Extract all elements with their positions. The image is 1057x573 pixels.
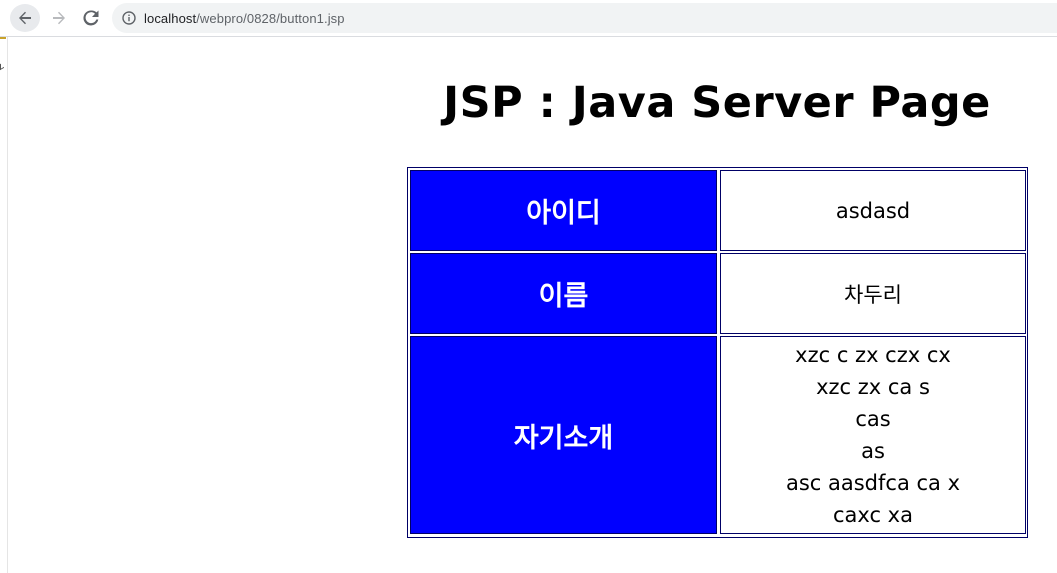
- url-path: /webpro/0828/button1.jsp: [196, 10, 345, 26]
- intro-text: xzc c zx czx cx xzc zx ca s cas as asc a…: [786, 339, 960, 531]
- edge-marker: [0, 37, 6, 39]
- url-text[interactable]: localhost/webpro/0828/button1.jsp: [144, 11, 345, 26]
- intro-line: xzc zx ca s: [816, 375, 930, 399]
- reload-icon: [83, 10, 99, 26]
- info-icon[interactable]: [122, 11, 136, 25]
- intro-line: asc aasdfca ca x: [785, 471, 961, 495]
- id-label-cell: 아이디: [410, 170, 717, 251]
- name-value-cell: 차두리: [720, 253, 1026, 334]
- table-row-name: 이름 차두리: [410, 253, 1026, 334]
- browser-toolbar: localhost/webpro/0828/button1.jsp: [0, 0, 1057, 37]
- intro-line: cas: [855, 407, 891, 431]
- edge-chevron-icon: [0, 61, 4, 71]
- address-bar[interactable]: localhost/webpro/0828/button1.jsp: [112, 3, 1057, 33]
- url-host: localhost: [144, 10, 197, 26]
- intro-line: xzc c zx czx cx: [795, 343, 951, 367]
- table-row-intro: 자기소개 xzc c zx czx cx xzc zx ca s cas as …: [410, 336, 1026, 534]
- intro-label-cell: 자기소개: [410, 336, 717, 534]
- id-value-cell: asdasd: [720, 170, 1026, 251]
- reload-button[interactable]: [76, 4, 106, 32]
- intro-line: as: [861, 439, 885, 463]
- forward-button[interactable]: [44, 4, 74, 32]
- back-button[interactable]: [10, 4, 40, 32]
- page-title: JSP : Java Server Page: [443, 78, 991, 128]
- left-panel-edge: [0, 37, 8, 573]
- table-row-id: 아이디 asdasd: [410, 170, 1026, 251]
- info-table: 아이디 asdasd 이름 차두리 자기소개 xzc c zx czx cx x…: [407, 167, 1028, 538]
- arrow-left-icon: [19, 11, 31, 25]
- intro-value-cell: xzc c zx czx cx xzc zx ca s cas as asc a…: [720, 336, 1026, 534]
- arrow-right-icon: [53, 11, 65, 25]
- intro-line: caxc xa: [832, 503, 913, 527]
- name-label-cell: 이름: [410, 253, 717, 334]
